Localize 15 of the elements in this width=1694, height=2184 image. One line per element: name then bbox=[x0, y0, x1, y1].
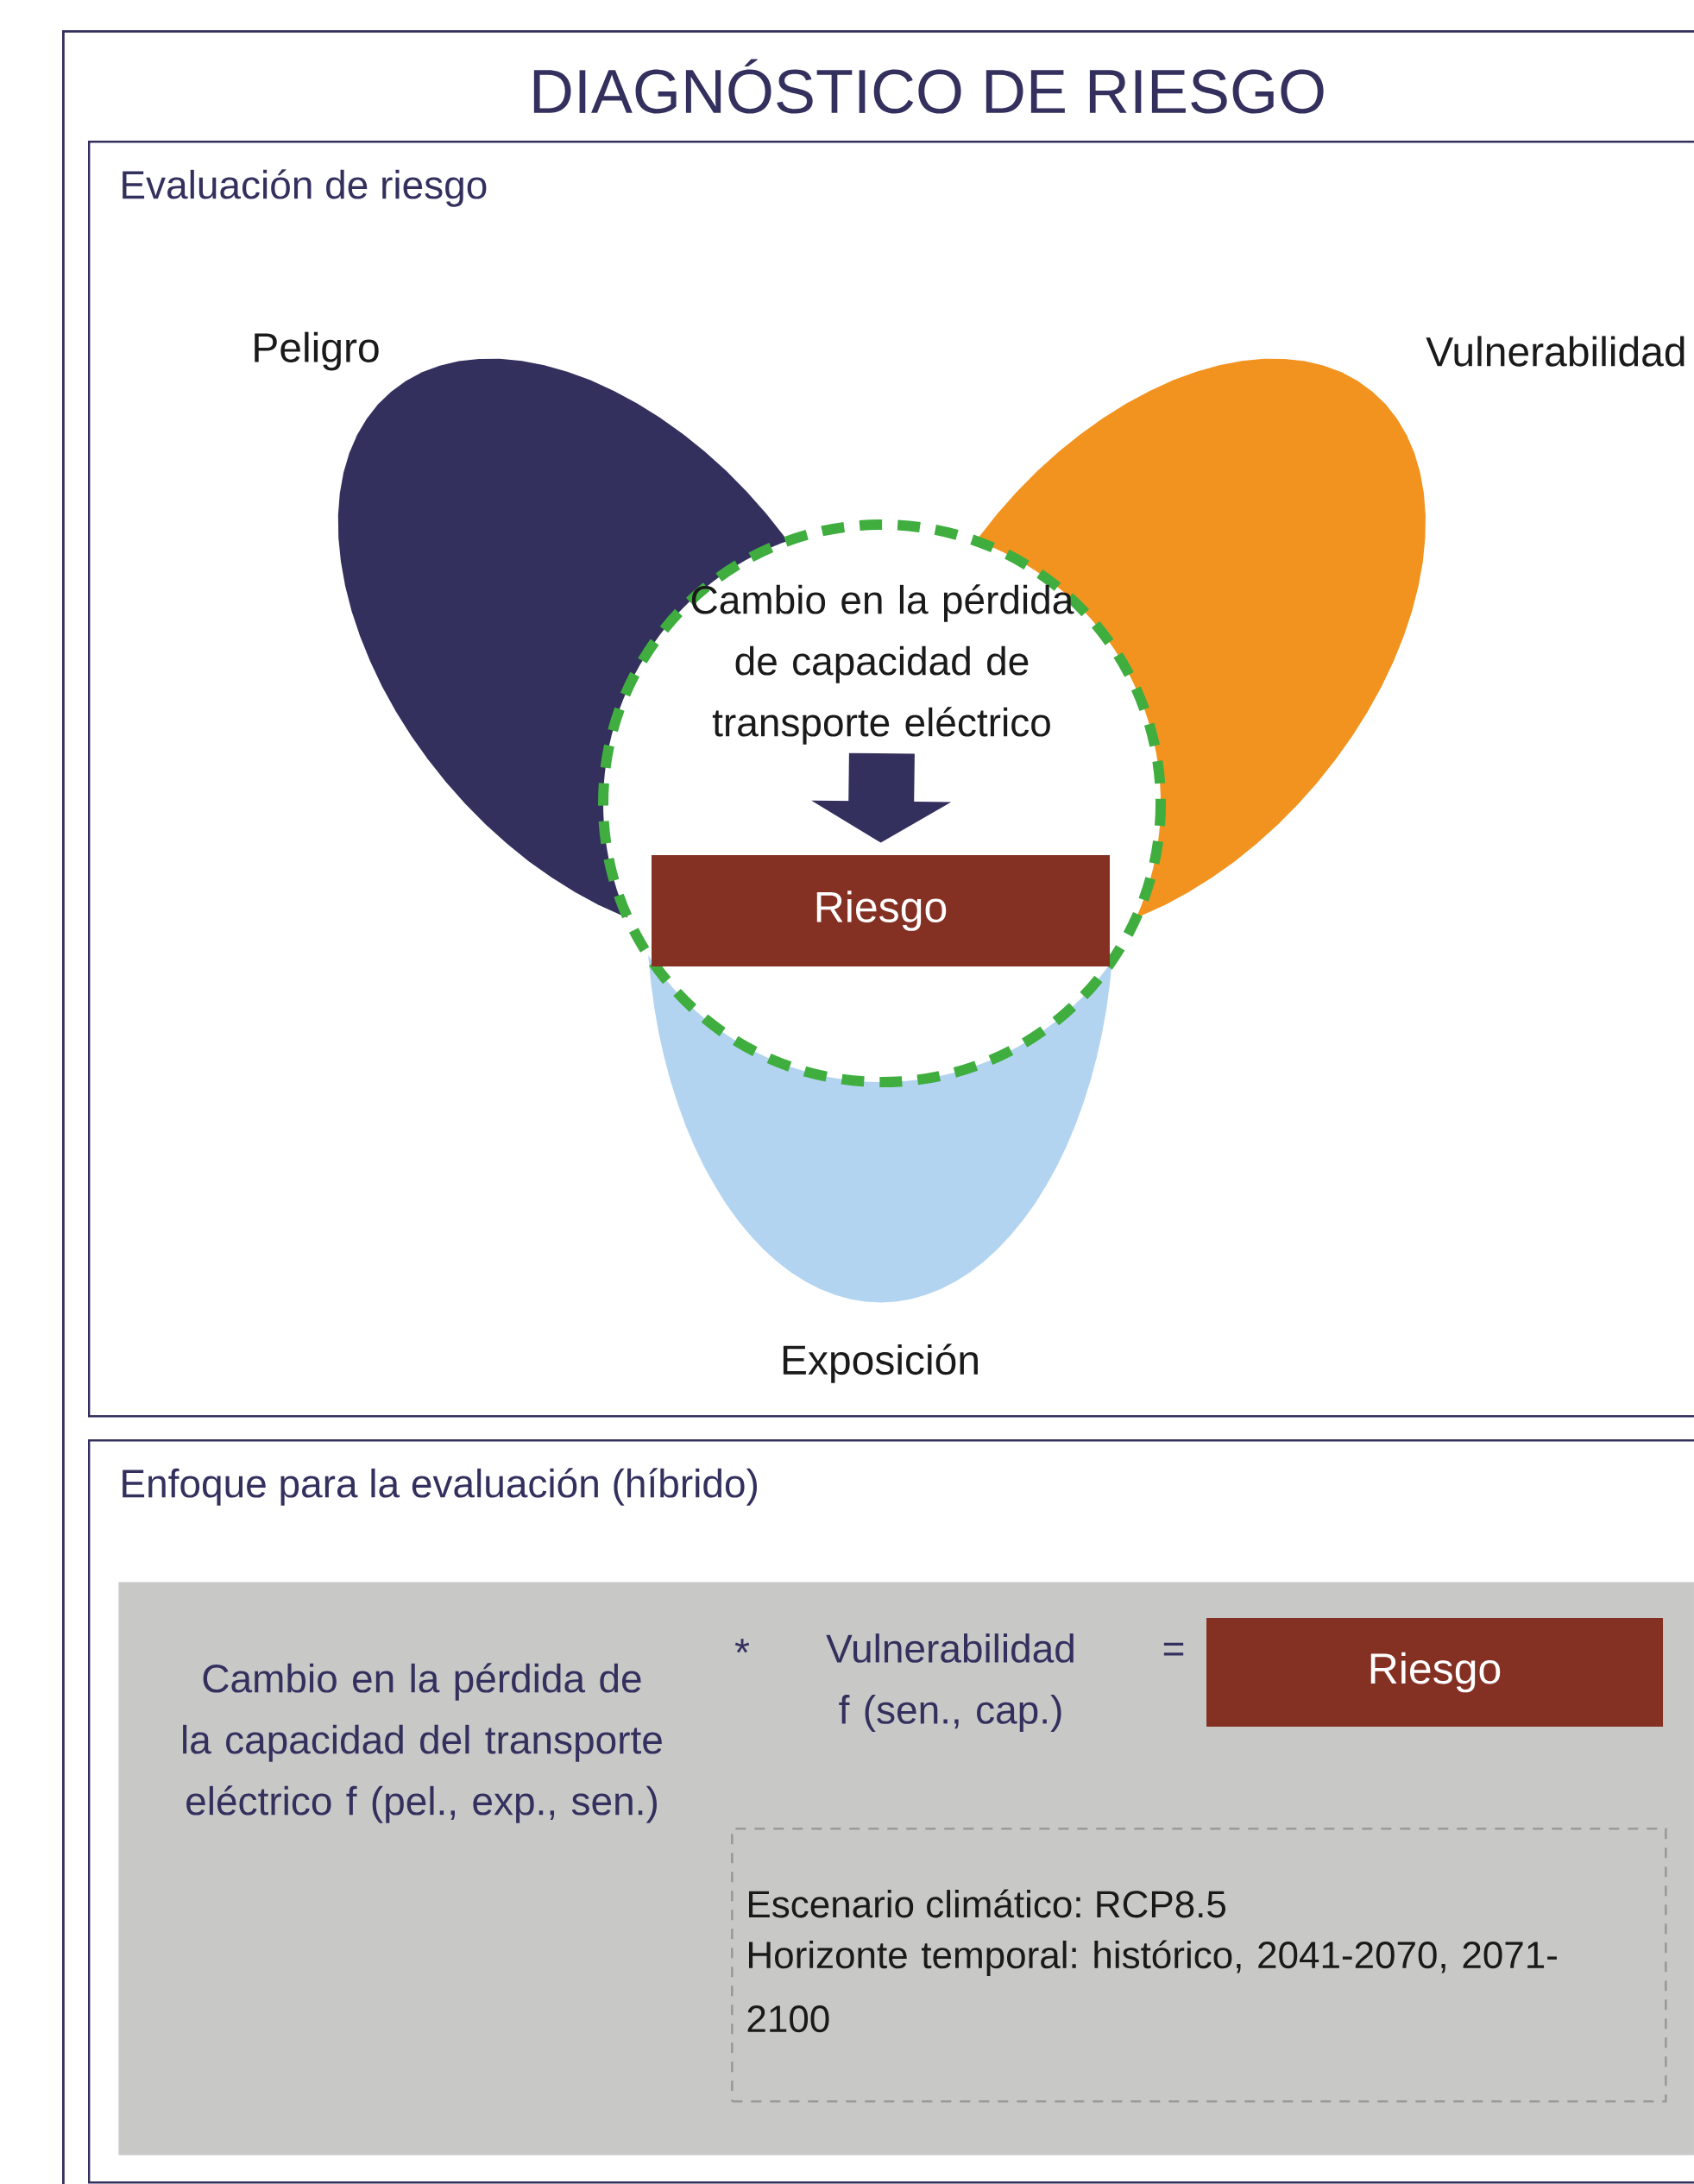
formula-text: Vulnerabilidad f (sen., cap.) bbox=[826, 1633, 1074, 1732]
circle-text: Cambio en la pérdida de capacidad de transporte eléctrico bbox=[691, 584, 1074, 745]
diagram-title: DIAGNÓSTICO DE RIESGO bbox=[533, 59, 1324, 114]
scenario-text: Horizonte temporal: histórico, 2041-2070, 2071-2100 bbox=[747, 1940, 1557, 2033]
petal-label: Vulnerabilidad bbox=[1426, 336, 1685, 367]
operator-symbol: * bbox=[734, 1639, 750, 1653]
panel-heading: Evaluación de riesgo bbox=[123, 169, 487, 207]
diagram-frame bbox=[62, 30, 1694, 2184]
formula-band bbox=[118, 1582, 1694, 2156]
scenario-text: Escenario climático: RCP8.5 bbox=[749, 1889, 1225, 1918]
panel-heading: Enfoque para la evaluación (híbrido) bbox=[123, 1468, 757, 1506]
formula-text: Cambio en la pérdida de la capacidad del transporte eléctrico f (pel., exp., sen.) bbox=[183, 1663, 662, 1823]
petal-label: Peligro bbox=[255, 331, 379, 371]
petal-label: Exposición bbox=[783, 1344, 978, 1383]
result-box: Riesgo bbox=[1206, 1618, 1663, 1727]
